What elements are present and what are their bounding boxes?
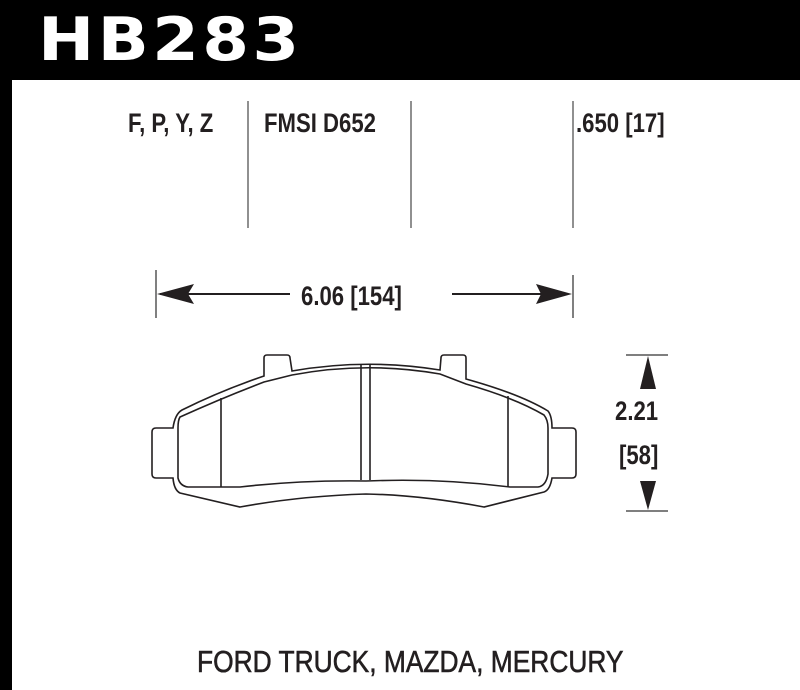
spec-dividers bbox=[247, 101, 574, 228]
height-dimension-in: 2.21 bbox=[615, 396, 659, 426]
header-bar bbox=[0, 0, 800, 80]
left-border bbox=[0, 0, 12, 690]
width-dimension-arrows bbox=[155, 270, 574, 318]
vehicle-application: FORD TRUCK, MAZDA, MERCURY bbox=[197, 644, 624, 680]
height-dimension-mm: [58] bbox=[619, 440, 659, 470]
width-dimension: 6.06 [154] bbox=[301, 281, 402, 311]
pad-thickness: .650 [17] bbox=[576, 108, 665, 138]
brake-pad-outline bbox=[151, 354, 577, 508]
part-number: HB283 bbox=[38, 5, 303, 75]
fmsi-number: FMSI D652 bbox=[264, 108, 376, 138]
compound-codes: F, P, Y, Z bbox=[128, 108, 214, 138]
height-dimension-arrows bbox=[626, 354, 668, 512]
